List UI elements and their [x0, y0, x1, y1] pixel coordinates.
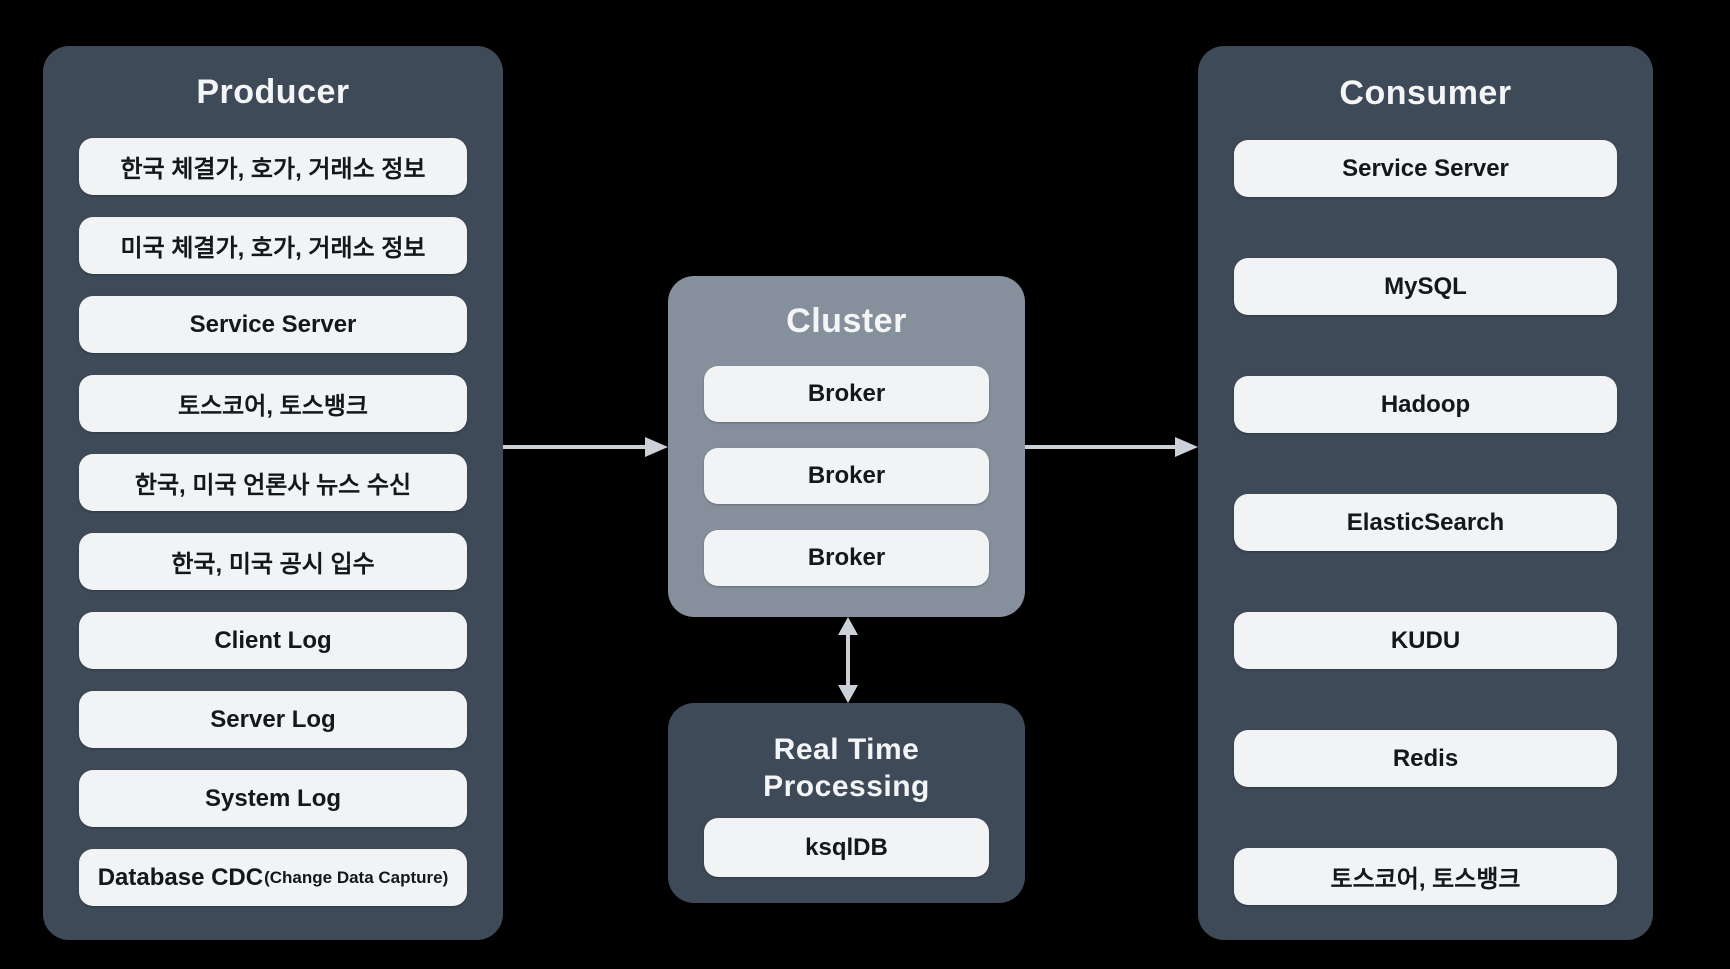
producer-item-database-cdc: Database CDC (Change Data Capture) — [79, 849, 467, 906]
cluster-panel: Cluster Broker Broker Broker — [668, 276, 1025, 617]
realtime-processing-panel: Real Time Processing ksqlDB — [668, 703, 1025, 903]
realtime-item-list: ksqlDB — [668, 818, 1025, 877]
broker-box: Broker — [704, 366, 989, 422]
broker-box: Broker — [704, 448, 989, 504]
consumer-item: KUDU — [1234, 612, 1617, 669]
producer-item: 한국, 미국 공시 입수 — [79, 533, 467, 590]
producer-item: 한국, 미국 언론사 뉴스 수신 — [79, 454, 467, 511]
producer-item: Client Log — [79, 612, 467, 669]
broker-box: Broker — [704, 530, 989, 586]
producer-item-list: 한국 체결가, 호가, 거래소 정보 미국 체결가, 호가, 거래소 정보 Se… — [43, 138, 503, 906]
consumer-item-list: Service Server MySQL Hadoop ElasticSearc… — [1198, 140, 1653, 905]
consumer-title: Consumer — [1339, 73, 1512, 112]
producer-item: 한국 체결가, 호가, 거래소 정보 — [79, 138, 467, 195]
producer-item: Service Server — [79, 296, 467, 353]
consumer-item: ElasticSearch — [1234, 494, 1617, 551]
arrow-vertical-double-icon — [838, 617, 858, 703]
producer-panel: Producer 한국 체결가, 호가, 거래소 정보 미국 체결가, 호가, … — [43, 46, 503, 940]
producer-title: Producer — [196, 72, 350, 111]
consumer-item: Redis — [1234, 730, 1617, 787]
producer-item: 토스코어, 토스뱅크 — [79, 375, 467, 432]
realtime-processing-title: Real Time Processing — [763, 733, 930, 803]
broker-list: Broker Broker Broker — [668, 366, 1025, 586]
arrow-right-icon — [503, 437, 668, 457]
arrow-right-icon — [1025, 437, 1198, 457]
ksqldb-box: ksqlDB — [704, 818, 989, 877]
consumer-item: Service Server — [1234, 140, 1617, 197]
producer-item: 미국 체결가, 호가, 거래소 정보 — [79, 217, 467, 274]
cluster-title: Cluster — [786, 301, 907, 340]
consumer-panel: Consumer Service Server MySQL Hadoop Ela… — [1198, 46, 1653, 940]
producer-item: System Log — [79, 770, 467, 827]
cdc-main-label: Database CDC — [97, 863, 264, 891]
consumer-item: MySQL — [1234, 258, 1617, 315]
cdc-suffix-label: (Change Data Capture) — [264, 867, 449, 887]
consumer-item: Hadoop — [1234, 376, 1617, 433]
consumer-item: 토스코어, 토스뱅크 — [1234, 848, 1617, 905]
producer-item: Server Log — [79, 691, 467, 748]
